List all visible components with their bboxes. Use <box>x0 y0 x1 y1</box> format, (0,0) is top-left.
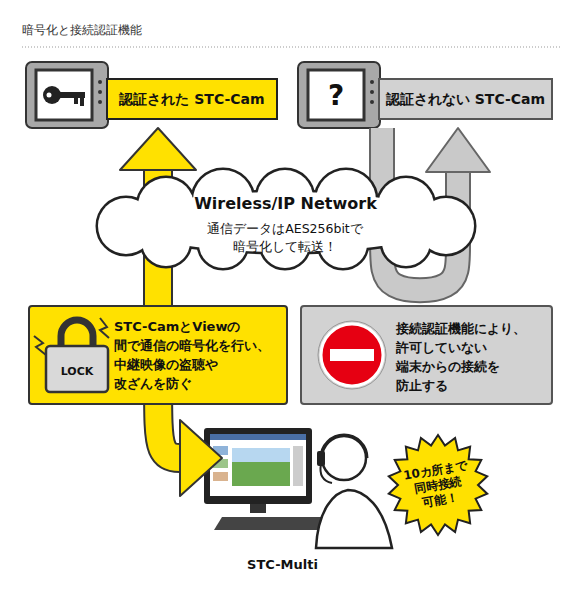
operator-body <box>316 490 392 548</box>
cloud-edge <box>98 170 474 268</box>
monitor-screen <box>308 70 364 120</box>
lock-shackle <box>61 320 93 350</box>
auth-block-box: 接続認証機能により、 許可していない 端末からの接続を 防止する <box>300 305 553 405</box>
terminal-node: STC-Multi <box>200 425 385 580</box>
pc-stand <box>250 504 266 513</box>
arrow-head <box>426 128 490 172</box>
monitor-dot <box>370 90 374 94</box>
headset-ear <box>317 451 325 466</box>
screen-thumb <box>213 472 228 481</box>
monitor-dot <box>370 100 374 104</box>
unauth-cam-box: 認証されない STC-Cam <box>378 78 553 120</box>
node-text: STC-CamとViewの 間で通信の暗号化を行い、 中継映像の盗聴や 改ざんを… <box>114 317 284 393</box>
monitor-dot <box>98 80 102 84</box>
cloud-fill <box>98 170 474 268</box>
encryption-box: STC-CamとViewの 間で通信の暗号化を行い、 中継映像の盗聴や 改ざんを… <box>28 305 288 405</box>
keyboard <box>214 517 330 530</box>
cloud-outline <box>88 168 483 270</box>
network-cloud: Wireless/IP Network 通信データはAES256bitで 暗号化し… <box>88 168 483 270</box>
camera-monitor <box>26 62 108 128</box>
sign-bar <box>330 349 374 361</box>
unknown-mark: ? <box>328 79 344 112</box>
headset-mic <box>320 464 332 483</box>
screen-panel <box>293 446 303 486</box>
cloud-part <box>382 218 430 266</box>
lock-body <box>46 346 108 392</box>
monitor-screen <box>36 70 92 120</box>
alert-mark <box>34 336 46 355</box>
burst-shape <box>389 435 487 535</box>
operator-computer <box>204 428 392 548</box>
alert-mark <box>100 318 109 338</box>
arrow-head <box>120 128 196 170</box>
cloud-part <box>382 218 430 266</box>
title-rule <box>22 47 560 48</box>
auth-cam-box: 認証された STC-Cam <box>106 78 278 120</box>
promo-burst: 10カ所まで 同時接続 可能！ <box>388 435 488 535</box>
node-text: 認証されない STC-Cam <box>380 80 551 118</box>
sign-disc <box>321 324 383 386</box>
monitor-body <box>298 62 380 128</box>
pc-monitor <box>204 428 312 504</box>
arrow-head <box>180 420 222 496</box>
key-tooth <box>74 97 78 104</box>
screen-sky <box>232 448 290 462</box>
key-hole <box>47 93 52 98</box>
diagram-title: 暗号化と接続認証機能 <box>22 22 142 39</box>
no-entry-sign <box>318 321 386 389</box>
monitor-body <box>26 62 108 128</box>
monitor-dot <box>98 100 102 104</box>
cloud-part <box>142 218 190 266</box>
node-text: Wireless/IP Network <box>88 194 483 213</box>
key-tooth <box>80 97 84 106</box>
sign-ring <box>318 321 386 389</box>
monitor-dot <box>370 80 374 84</box>
headset-band <box>321 435 367 458</box>
node-body: 通信データはAES256bitで 暗号化して転送！ <box>185 220 385 256</box>
node-text: STC-Multi <box>200 557 365 572</box>
camera-monitor <box>298 62 380 128</box>
cloud-part <box>142 218 190 266</box>
monitor-dot <box>98 90 102 94</box>
lock-icon <box>34 318 109 392</box>
lock-label: LOCK <box>61 365 94 378</box>
screen-video <box>232 448 290 486</box>
pc-screen <box>210 434 306 496</box>
operator-head <box>322 436 366 480</box>
node-text: 認証された STC-Cam <box>108 80 276 118</box>
screen-bar <box>210 434 306 440</box>
node-text: 接続認証機能により、 許可していない 端末からの接続を 防止する <box>396 319 541 395</box>
